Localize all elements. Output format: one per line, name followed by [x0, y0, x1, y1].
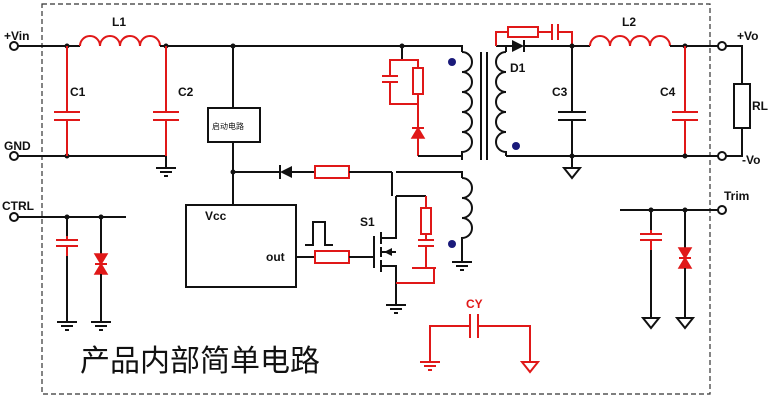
transformer-primary [461, 51, 473, 160]
label-gnd: GND [4, 139, 31, 153]
transformer-core [480, 52, 488, 160]
ground-symbol-aux [452, 261, 472, 271]
ground-triangle-cy [519, 361, 541, 374]
ground-symbol-cy [420, 361, 440, 371]
ground-triangle-trim-2 [674, 317, 696, 330]
label-c3: C3 [552, 85, 568, 99]
ground-triangle-trim-1 [640, 317, 662, 330]
ground-symbol-input [156, 167, 176, 177]
module-boundary [41, 3, 711, 395]
capacitor-c1 [54, 46, 80, 156]
ground-symbol-s1 [386, 304, 406, 314]
inductor-l1 [79, 35, 161, 47]
ground-symbol-ctrl-1 [57, 321, 77, 331]
ctrl-tvs [93, 253, 109, 275]
capacitor-c2 [153, 46, 179, 156]
trim-capacitor [640, 230, 662, 250]
label-l1: L1 [112, 15, 126, 29]
label-c2: C2 [178, 85, 194, 99]
label-out: out [266, 250, 285, 264]
label-ctrl: CTRL [2, 199, 34, 213]
trim-terminal [717, 205, 727, 215]
mosfet-s1 [373, 196, 397, 290]
label-startup-circuit: 启动电路 [212, 121, 244, 131]
drain-snubber [396, 196, 436, 284]
winding-dot-aux [448, 240, 456, 248]
label-s1: S1 [360, 215, 375, 229]
controller-ic [185, 204, 297, 288]
label-d1: D1 [510, 61, 526, 75]
inductor-l2 [589, 35, 671, 47]
capacitor-c3 [558, 46, 586, 156]
snubber-network [382, 59, 426, 156]
label-c4: C4 [660, 85, 676, 99]
ground-triangle-output [561, 167, 583, 180]
gate-resistor [314, 250, 350, 264]
label-cy: CY [466, 297, 483, 311]
trim-tvs [677, 247, 693, 269]
label-c1: C1 [70, 85, 86, 99]
vin-terminal [9, 41, 19, 51]
aux-resistor [314, 165, 350, 179]
capacitor-c4 [672, 46, 698, 156]
vo-plus-terminal [717, 41, 727, 51]
label-trim: Trim [724, 189, 749, 203]
capacitor-cy [429, 314, 531, 362]
load-resistor-rl [733, 83, 751, 129]
vo-minus-terminal [717, 151, 727, 161]
ctrl-terminal [9, 212, 19, 222]
gnd-terminal [9, 151, 19, 161]
diode-d1 [512, 40, 524, 52]
winding-dot-secondary [512, 142, 520, 150]
ground-symbol-ctrl-2 [91, 321, 111, 331]
winding-dot-primary [448, 58, 456, 66]
ctrl-capacitor [56, 236, 78, 256]
label-rl: RL [752, 99, 768, 113]
pwm-pulse [305, 221, 333, 246]
transformer-secondary [495, 51, 507, 156]
aux-diode [280, 166, 292, 178]
label-vo-plus: +Vo [737, 29, 758, 43]
diagram-caption: 产品内部简单电路 [80, 344, 320, 379]
transformer-aux [461, 177, 473, 262]
label-vo-minus: -Vo [742, 153, 760, 167]
label-l2: L2 [622, 15, 636, 29]
label-vcc: Vcc [205, 209, 227, 223]
label-vin: +Vin [4, 29, 29, 43]
